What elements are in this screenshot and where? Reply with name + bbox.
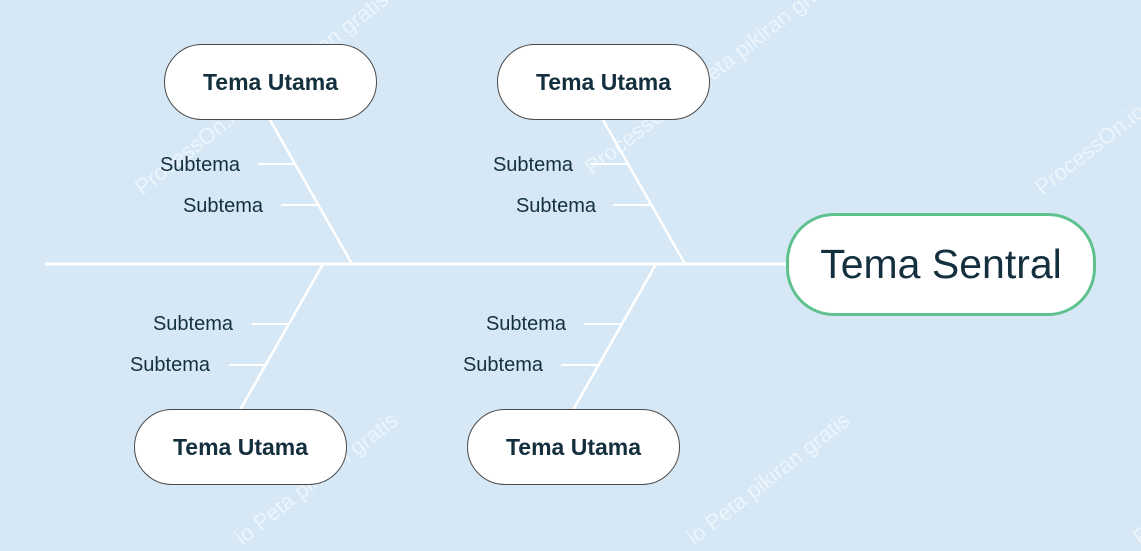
main-topic-box[interactable]: Tema Utama [164,44,377,120]
subtopic-label[interactable]: Subtema [152,313,233,335]
subtopic-label[interactable]: Subtema [492,154,573,176]
central-topic-box[interactable]: Tema Sentral [786,213,1096,316]
bone-line [238,263,325,411]
subtopic-label[interactable]: Subtema [515,195,596,217]
main-topic-box[interactable]: Tema Utama [467,409,680,485]
subtopic-label[interactable]: Subtema [182,195,263,217]
bone-line [571,263,658,411]
subtopic-label[interactable]: Subtema [129,354,210,376]
main-topic-box[interactable]: Tema Utama [497,44,710,120]
bone-line [601,119,687,265]
bone-line [268,119,354,265]
subtopic-label[interactable]: Subtema [159,154,240,176]
subtopic-label[interactable]: Subtema [485,313,566,335]
subtopic-label[interactable]: Subtema [462,354,543,376]
main-topic-box[interactable]: Tema Utama [134,409,347,485]
